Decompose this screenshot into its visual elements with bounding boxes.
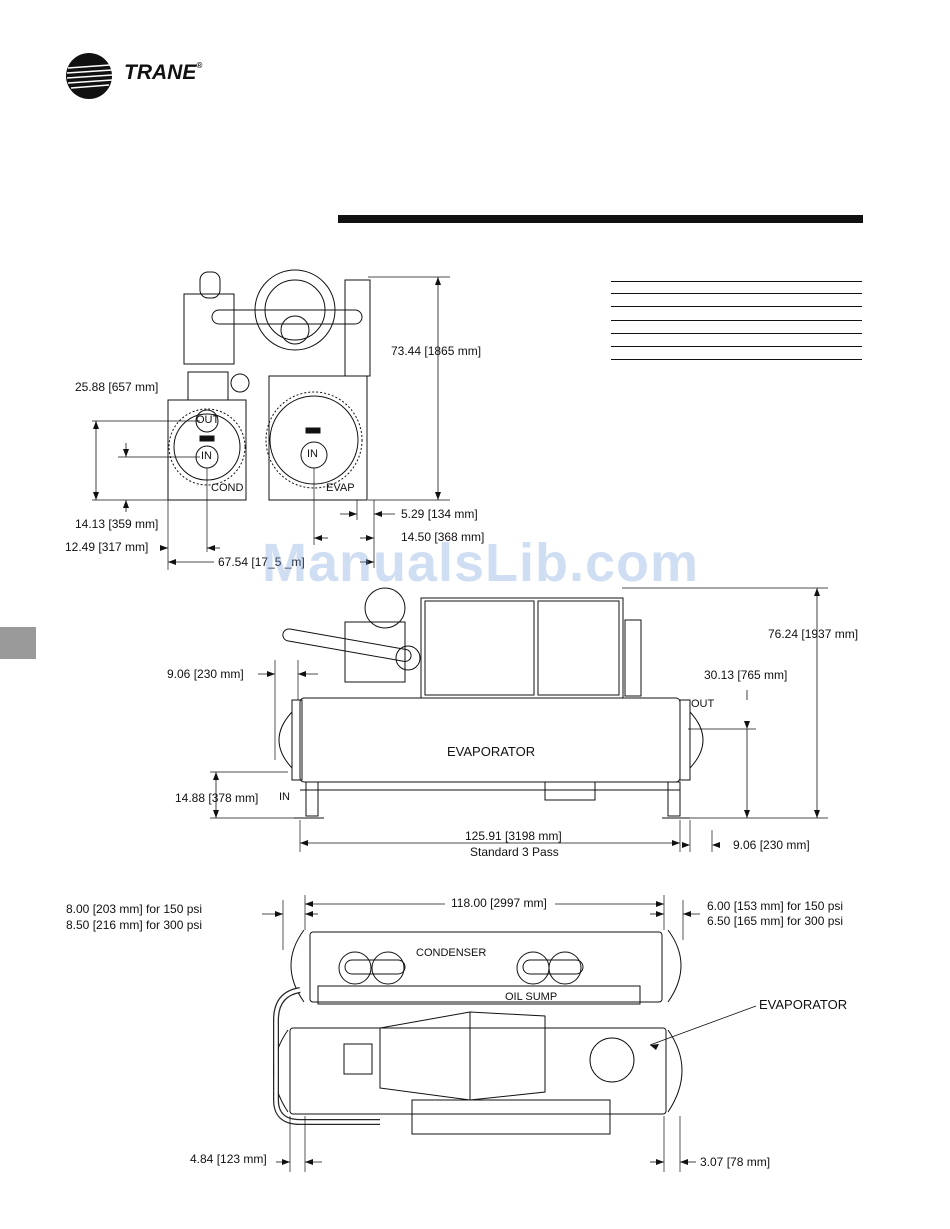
dim-cond-in-height: 14.13 [359 mm] <box>75 517 159 531</box>
evap-label: EVAP <box>326 482 355 494</box>
dim-bottom-left: 4.84 [123 mm] <box>190 1152 267 1166</box>
chapter-tab <box>0 627 36 659</box>
top-evaporator-label: EVAPORATOR <box>759 997 848 1012</box>
side-evaporator-label: EVAPORATOR <box>447 744 536 759</box>
brand-name: TRANE® <box>124 61 203 84</box>
side-out-label: OUT <box>691 698 715 710</box>
cond-label: COND <box>211 482 244 494</box>
condenser-label: CONDENSER <box>416 947 487 959</box>
cond-out-label: OUT <box>196 414 220 426</box>
dim-right-300: 6.50 [165 mm] for 300 psi <box>707 914 844 928</box>
dim-cond-offset: 12.49 [317 mm] <box>65 540 149 554</box>
oil-sump-label: OIL SUMP <box>505 991 558 1003</box>
dim-cond-out-height: 25.88 [657 mm] <box>75 380 159 394</box>
section-title-bar <box>338 215 863 223</box>
dim-left-300: 8.50 [216 mm] for 300 psi <box>66 918 203 932</box>
end-view <box>92 269 450 570</box>
dim-bottom-right: 3.07 [78 mm] <box>700 1155 771 1169</box>
dim-right-offset-2: 14.50 [368 mm] <box>401 530 485 544</box>
dim-height-total: 73.44 [1865 mm] <box>391 344 482 358</box>
dim-length-note: Standard 3 Pass <box>470 845 559 859</box>
dim-right-offset-1: 5.29 [134 mm] <box>401 507 478 521</box>
watermark: ManualsLib.com <box>262 533 700 593</box>
top-view <box>262 895 757 1172</box>
dim-width-total: 67.54 [17_5 _m] <box>218 555 305 569</box>
dim-right-clear: 9.06 [230 mm] <box>733 838 810 852</box>
dim-left-clear: 9.06 [230 mm] <box>167 667 244 681</box>
side-in-label: IN <box>279 791 290 803</box>
dim-in-height: 14.88 [378 mm] <box>175 791 259 805</box>
dim-out-height: 30.13 [765 mm] <box>704 668 788 682</box>
side-view <box>210 587 828 852</box>
dim-length: 125.91 [3198 mm] <box>465 829 562 843</box>
dim-right-150: 6.00 [153 mm] for 150 psi <box>707 899 844 913</box>
dim-side-height: 76.24 [1937 mm] <box>768 627 859 641</box>
cond-in-label: IN <box>201 450 212 462</box>
dim-left-150: 8.00 [203 mm] for 150 psi <box>66 902 203 916</box>
trane-logo-icon <box>66 53 113 99</box>
weight-table-rules <box>611 281 862 361</box>
evap-in-label: IN <box>307 448 318 460</box>
dim-tube-length: 118.00 [2997 mm] <box>451 896 547 910</box>
